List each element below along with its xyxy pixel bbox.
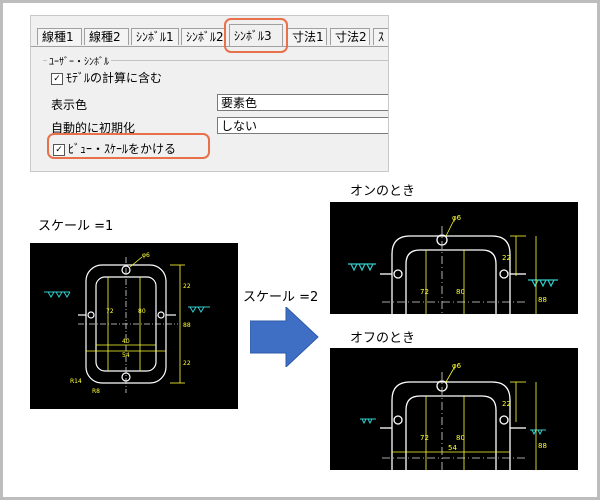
dim-54: 54 xyxy=(122,352,130,359)
auto-init-field[interactable]: しない xyxy=(217,117,388,134)
dim-72: 72 xyxy=(106,308,114,315)
tab-line-type-2[interactable]: 線種2 xyxy=(84,28,129,45)
dim-r14: R14 xyxy=(70,378,82,385)
include-in-model-checkbox[interactable]: ✓ﾓﾃﾞﾙの計算に含む xyxy=(51,69,162,86)
tab-highlight xyxy=(224,18,288,53)
dim-80-off: 80 xyxy=(456,434,465,442)
tab-more[interactable]: ｽ xyxy=(373,28,388,45)
dim-54-off: 54 xyxy=(448,444,457,452)
tab-symbol-3[interactable]: ｼﾝﾎﾞﾙ3 xyxy=(229,24,283,46)
right-arrow-icon xyxy=(250,307,319,367)
dim-72-off: 72 xyxy=(420,434,429,442)
checkbox-check-icon: ✓ xyxy=(51,72,63,85)
view-scale-label: ﾋﾞｭｰ・ｽｹｰﾙをかける xyxy=(68,142,177,156)
tab-line-type-1[interactable]: 線種1 xyxy=(37,28,82,45)
cad-view-on: φ6 22 72 80 88 xyxy=(330,202,578,314)
caption-on: オンのとき xyxy=(350,184,416,199)
group-divider xyxy=(43,60,388,61)
caption-scale-1: スケール =1 xyxy=(38,219,114,234)
caption-off: オフのとき xyxy=(350,331,416,346)
dim-22-off: 22 xyxy=(502,400,511,408)
display-color-label: 表示色 xyxy=(51,98,88,112)
dim-72-on: 72 xyxy=(420,288,429,296)
tab-strip: 線種1 線種2 ｼﾝﾎﾞﾙ1 ｼﾝﾎﾞﾙ2 ｼﾝﾎﾞﾙ3 寸法1 寸法2 ｽ xyxy=(31,24,388,47)
caption-scale-2: スケール =2 xyxy=(243,290,319,305)
dim-phi6: φ6 xyxy=(142,252,150,259)
dim-80: 80 xyxy=(138,308,146,315)
dim-88: 88 xyxy=(183,322,191,329)
dim-phi6-off: φ6 xyxy=(452,362,462,370)
dim-22: 22 xyxy=(183,283,191,290)
dim-22-on: 22 xyxy=(502,254,511,262)
dim-80-on: 80 xyxy=(456,288,465,296)
display-color-field[interactable]: 要素色 xyxy=(217,94,388,111)
dim-phi6-on: φ6 xyxy=(452,214,462,222)
checkbox-check-icon: ✓ xyxy=(53,143,65,156)
tab-dimension-2[interactable]: 寸法2 xyxy=(330,28,370,45)
dim-40: 40 xyxy=(122,338,130,345)
checkbox-highlight xyxy=(47,133,210,159)
dim-88-on: 88 xyxy=(538,296,547,304)
tab-dimension-1[interactable]: 寸法1 xyxy=(287,28,327,45)
auto-init-label: 自動的に初期化 xyxy=(51,121,136,135)
group-label-user-symbol: ﾕｰｻﾞｰ・ｼﾝﾎﾞﾙ xyxy=(47,53,111,68)
dim-r8: R8 xyxy=(92,388,100,395)
cad-view-off: φ6 22 72 80 54 88 xyxy=(330,348,578,470)
dim-88-off: 88 xyxy=(538,442,547,450)
tab-symbol-2[interactable]: ｼﾝﾎﾞﾙ2 xyxy=(181,28,225,45)
dim-22b: 22 xyxy=(183,360,191,367)
cad-view-scale-1: φ6 40 54 88 22 22 72 80 R14 R8 xyxy=(30,243,238,409)
include-in-model-label: ﾓﾃﾞﾙの計算に含む xyxy=(66,71,163,85)
view-scale-checkbox[interactable]: ✓ﾋﾞｭｰ・ｽｹｰﾙをかける xyxy=(53,140,176,157)
tab-symbol-1[interactable]: ｼﾝﾎﾞﾙ1 xyxy=(131,28,179,45)
